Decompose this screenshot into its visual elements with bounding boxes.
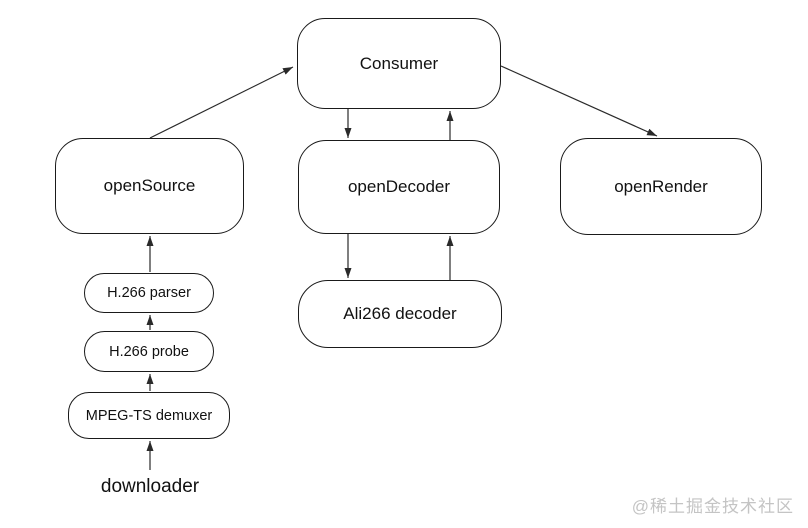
- node-h266-probe: H.266 probe: [84, 331, 214, 372]
- node-open-render: openRender: [560, 138, 762, 235]
- node-ali266-decoder: Ali266 decoder: [298, 280, 502, 348]
- watermark-text: @稀土掘金技术社区: [631, 497, 794, 516]
- node-open-source: openSource: [55, 138, 244, 234]
- edge-consumer-to-openrender: [500, 65, 658, 137]
- node-downloader: downloader: [100, 476, 200, 497]
- edge-opensource-to-consumer: [149, 66, 294, 139]
- node-open-decoder: openDecoder: [298, 140, 500, 234]
- node-consumer: Consumer: [297, 18, 501, 109]
- node-mpegts-demuxer: MPEG-TS demuxer: [68, 392, 230, 439]
- node-h266-parser: H.266 parser: [84, 273, 214, 313]
